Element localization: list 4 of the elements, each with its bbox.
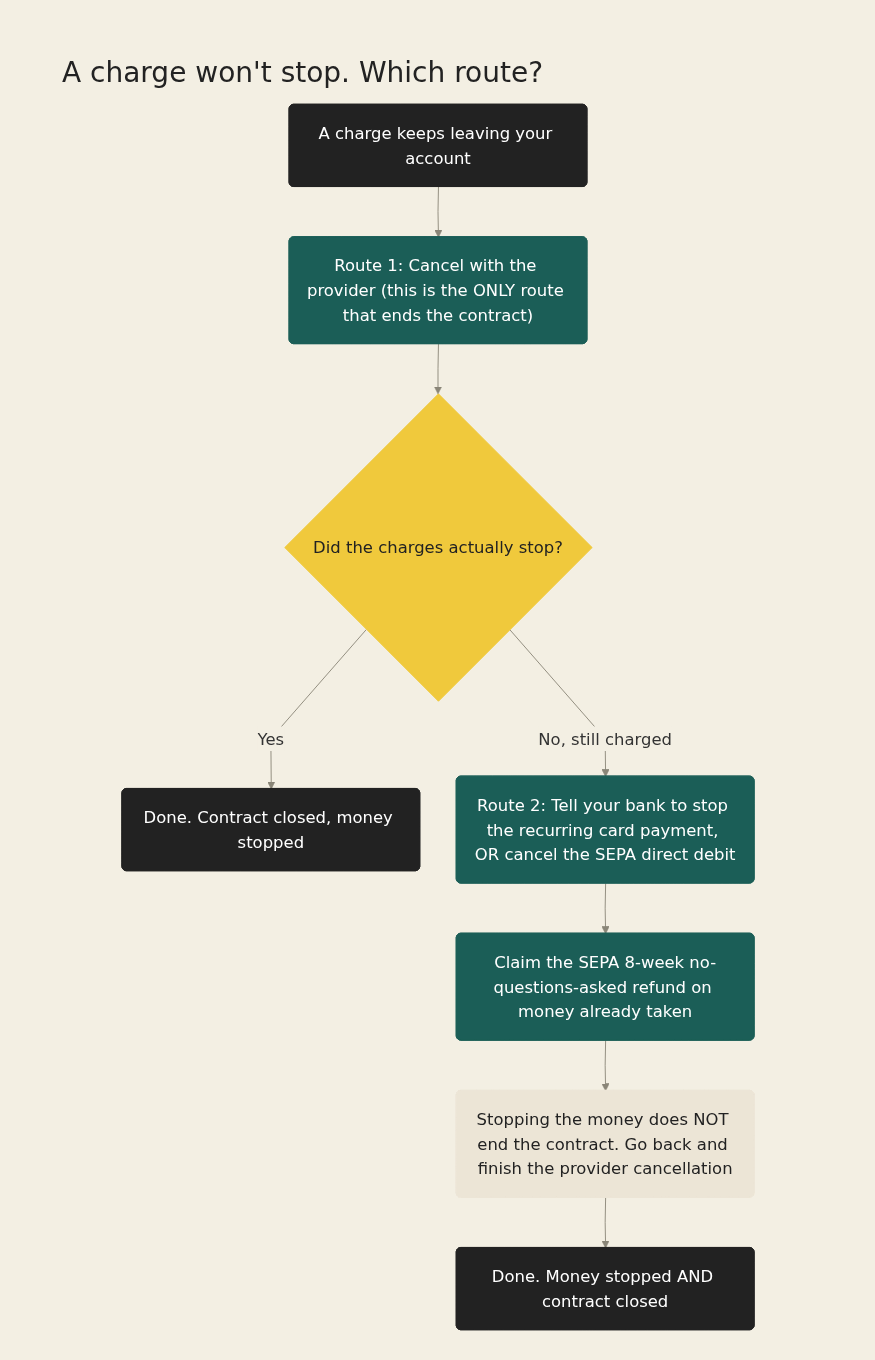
edge-label: Yes [257,729,284,749]
diagram-title: A charge won't stop. Which route? [62,56,544,89]
edge-label: No, still charged [537,729,672,749]
node-diamond: Did the charges actually stop? [283,393,593,702]
